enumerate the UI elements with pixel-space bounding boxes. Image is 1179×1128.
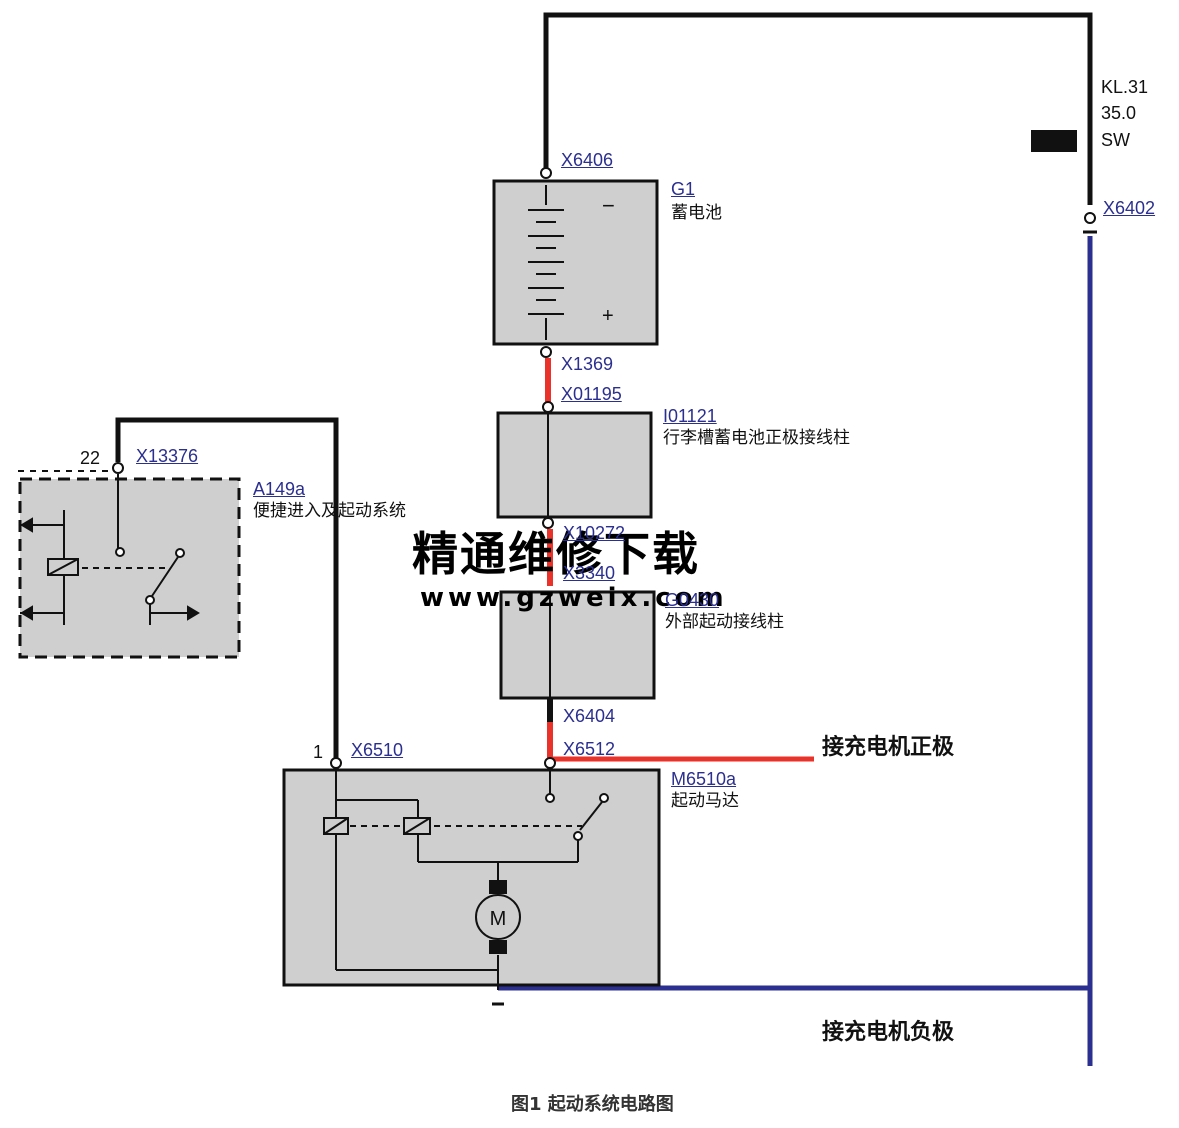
kl31-value: 35.0 [1101, 103, 1137, 123]
pin-22-label: 22 [80, 448, 101, 468]
watermark-line2: www.gzweix.com [420, 583, 728, 613]
connector-x6406-label: X6406 [561, 150, 614, 170]
connector-x13376 [112, 462, 124, 474]
starter-internal-icon [323, 769, 609, 990]
battery-minus: − [602, 193, 615, 218]
connector-x6402 [1084, 212, 1096, 224]
connector-x6510 [330, 757, 342, 769]
battery-cells-icon [528, 185, 564, 340]
terminal-i01121-name: 行李槽蓄电池正极接线柱 [663, 428, 850, 448]
connector-x13376-label: X13376 [136, 446, 199, 466]
connector-x3340-label: X3340 [563, 563, 616, 583]
connector-x10272 [542, 517, 554, 529]
terminal-g0430-id: G0430 [665, 590, 720, 610]
terminal-i01121-id: I01121 [663, 406, 717, 426]
connector-x01195-label: X01195 [561, 384, 622, 404]
connector-x10272-label: X10272 [563, 523, 626, 543]
terminal-g0430-box [499, 590, 656, 700]
connector-x1369-label: X1369 [561, 354, 614, 374]
alternator-negative-label: 接充电机负极 [822, 1020, 955, 1045]
battery-box [492, 179, 659, 346]
wire-ground-top [543, 12, 1093, 205]
connector-x6404-label: X6404 [563, 706, 616, 726]
connector-x6512 [544, 757, 556, 769]
relay-switch-icon [20, 474, 200, 625]
connector-x6512-label: X6512 [563, 739, 616, 759]
connector-x6402-label: X6402 [1103, 198, 1156, 218]
wire-black-control [115, 417, 339, 760]
connector-x1369 [540, 346, 552, 358]
connector-x6406 [540, 167, 552, 179]
motor-letter: M [490, 908, 507, 930]
starter-id: M6510a [671, 769, 737, 789]
motor-icon [475, 880, 521, 954]
battery-plus: + [602, 305, 614, 327]
terminal-i01121-box [496, 411, 653, 519]
ground-block [1031, 130, 1077, 152]
figure-caption: 图1 起动系统电路图 [511, 1094, 674, 1115]
connector-x01195 [542, 401, 554, 413]
connector-x6510-label: X6510 [351, 740, 404, 760]
alternator-positive-label: 接充电机正极 [822, 735, 955, 760]
module-a149a-id: A149a [253, 479, 306, 499]
watermark-line1: 精通维修下载 [412, 527, 700, 581]
pin-1-label: 1 [313, 742, 324, 762]
starter-box [282, 768, 661, 987]
starter-name: 起动马达 [671, 791, 739, 811]
kl31-sw: SW [1101, 130, 1130, 150]
battery-id: G1 [671, 179, 696, 199]
terminal-g0430-name: 外部起动接线柱 [665, 612, 784, 632]
kl31-label: KL.31 [1101, 77, 1149, 97]
module-a149a-name: 便捷进入及起动系统 [253, 501, 406, 521]
battery-name: 蓄电池 [671, 203, 722, 223]
